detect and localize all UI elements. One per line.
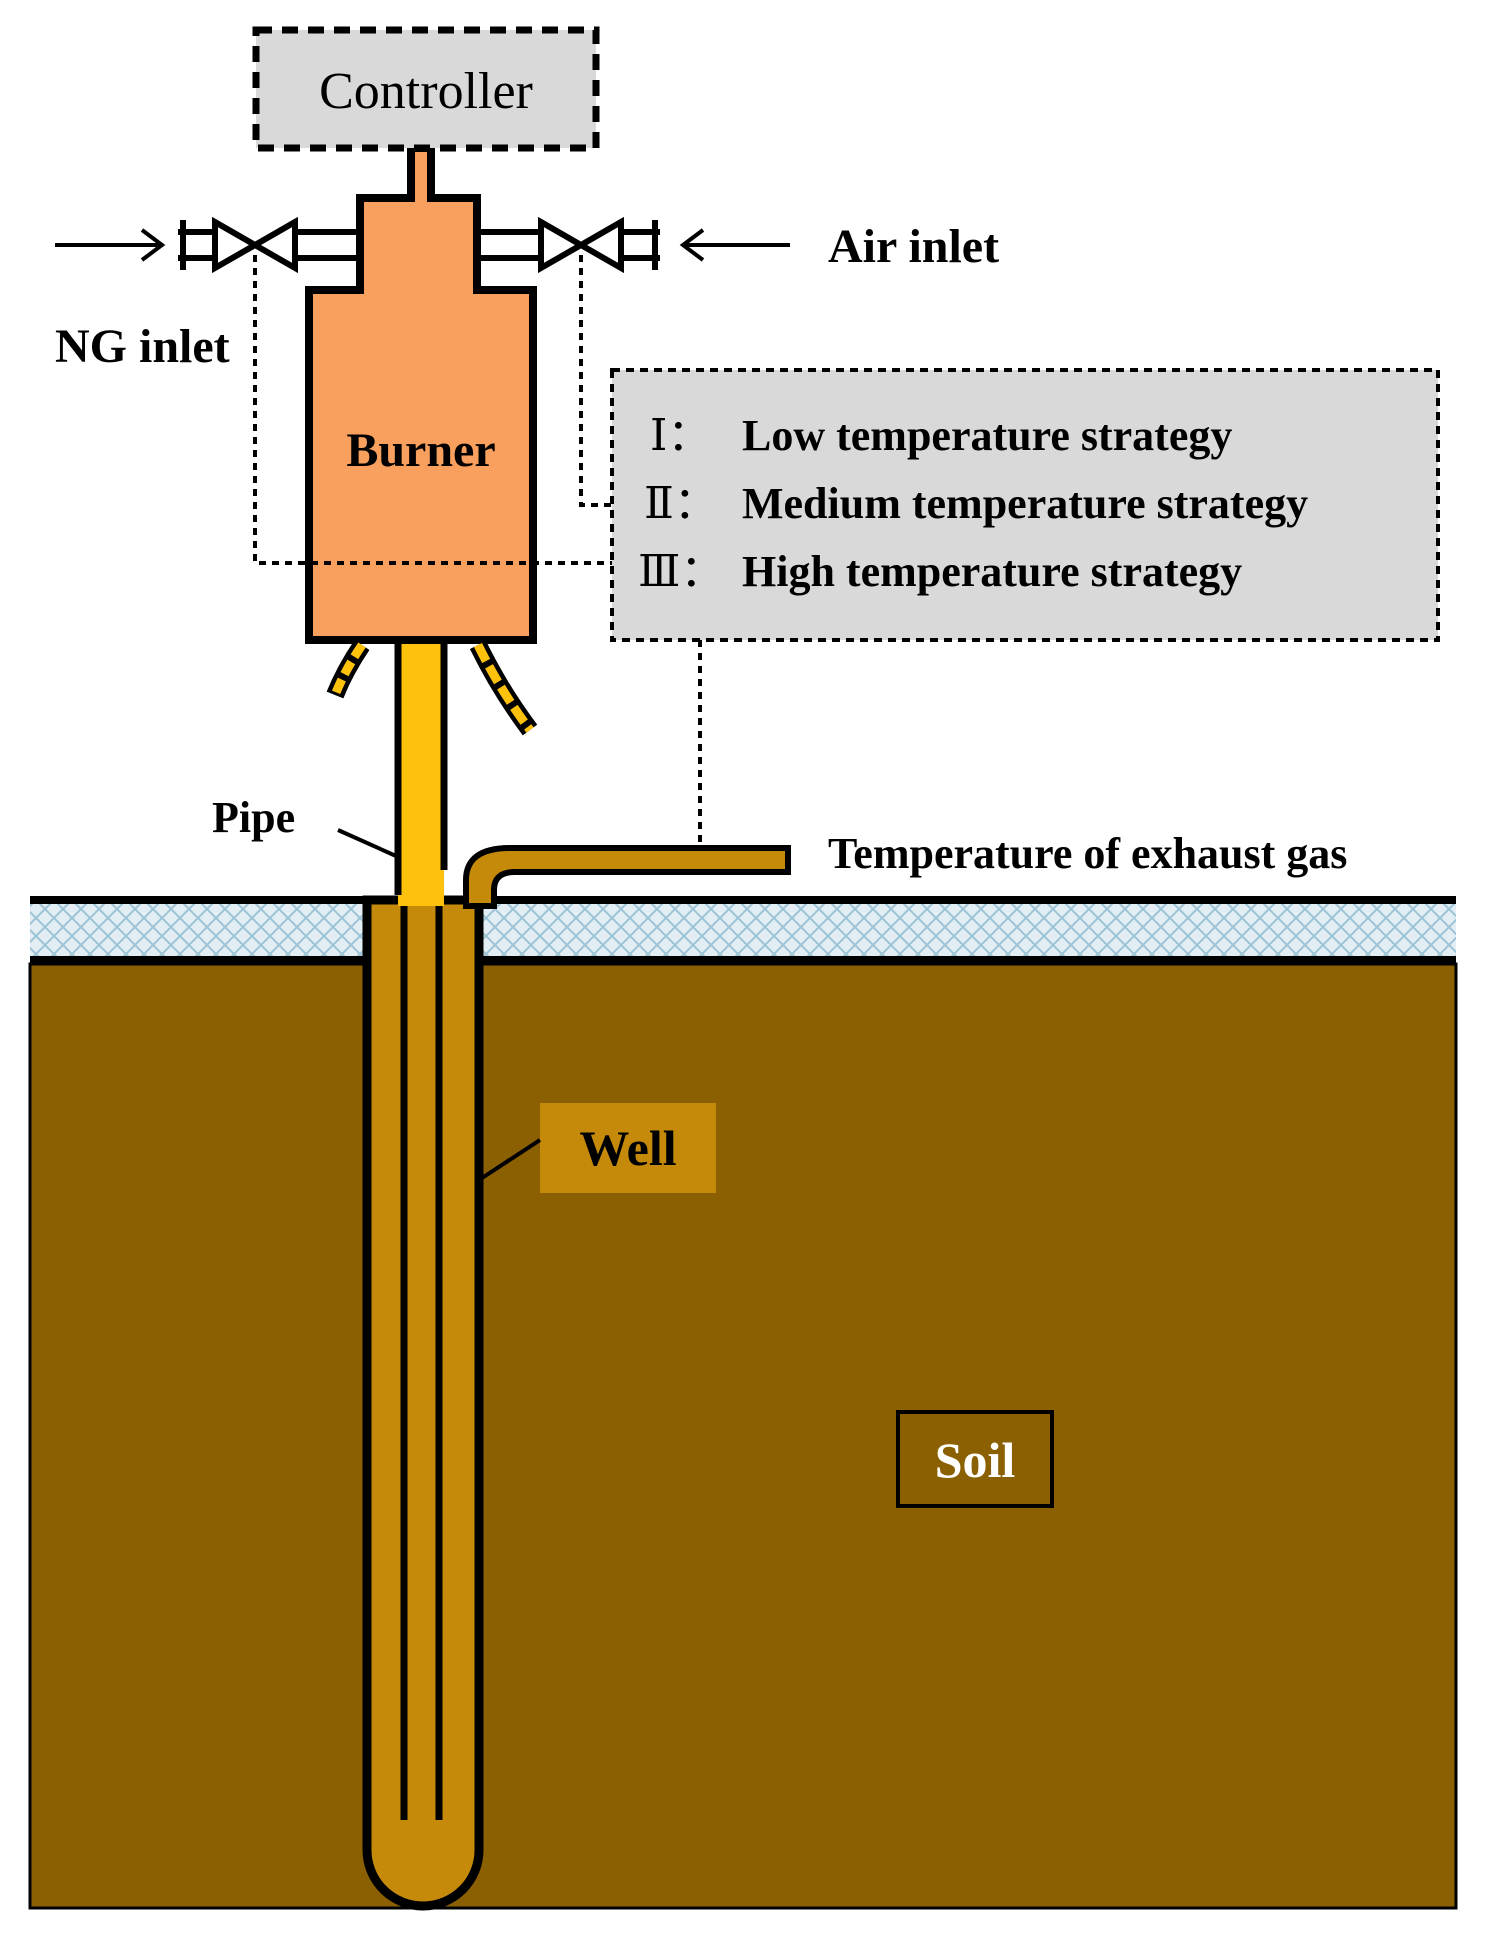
well bbox=[362, 895, 484, 1911]
controller-box bbox=[252, 26, 600, 152]
exhaust-temp-label: Temperature of exhaust gas bbox=[828, 829, 1347, 878]
pipe-leader-line bbox=[337, 828, 397, 858]
ng-inlet-label: NG inlet bbox=[55, 320, 230, 373]
exhaust-pipe bbox=[463, 845, 791, 909]
strategy-box bbox=[610, 368, 1440, 642]
flame-right-core bbox=[473, 643, 534, 733]
flame-left-core bbox=[330, 642, 366, 697]
ground-hatch-layer bbox=[30, 900, 1456, 958]
strategy-numeral-3: Ⅲ： bbox=[638, 547, 724, 596]
well-label: Well bbox=[579, 1120, 676, 1176]
strategy-text-1: Low temperature strategy bbox=[742, 411, 1232, 460]
soil-label-box bbox=[896, 1410, 1054, 1508]
strategy-numeral-2: Ⅱ： bbox=[644, 479, 718, 528]
strategy-numeral-1: Ⅰ： bbox=[650, 411, 711, 460]
control-signal-lines bbox=[253, 255, 702, 850]
pipe-above-ground bbox=[398, 636, 444, 906]
air-inlet-arrow bbox=[679, 228, 790, 262]
pipe-label: Pipe bbox=[212, 793, 295, 842]
well-leader-line bbox=[480, 1138, 542, 1180]
burner-body bbox=[305, 144, 537, 644]
well-label-box bbox=[540, 1103, 716, 1193]
ng-inlet-arrow bbox=[55, 228, 166, 262]
air-valve bbox=[477, 216, 660, 274]
soil-label: Soil bbox=[935, 1432, 1016, 1488]
strategy-text-2: Medium temperature strategy bbox=[742, 479, 1308, 528]
strategy-text-3: High temperature strategy bbox=[742, 547, 1242, 596]
ng-valve bbox=[178, 216, 360, 274]
controller-label: Controller bbox=[319, 63, 533, 120]
air-inlet-label: Air inlet bbox=[828, 220, 999, 273]
burner-label: Burner bbox=[346, 424, 495, 477]
u-tube-inner bbox=[400, 906, 443, 1820]
soil-block bbox=[28, 962, 1458, 1910]
